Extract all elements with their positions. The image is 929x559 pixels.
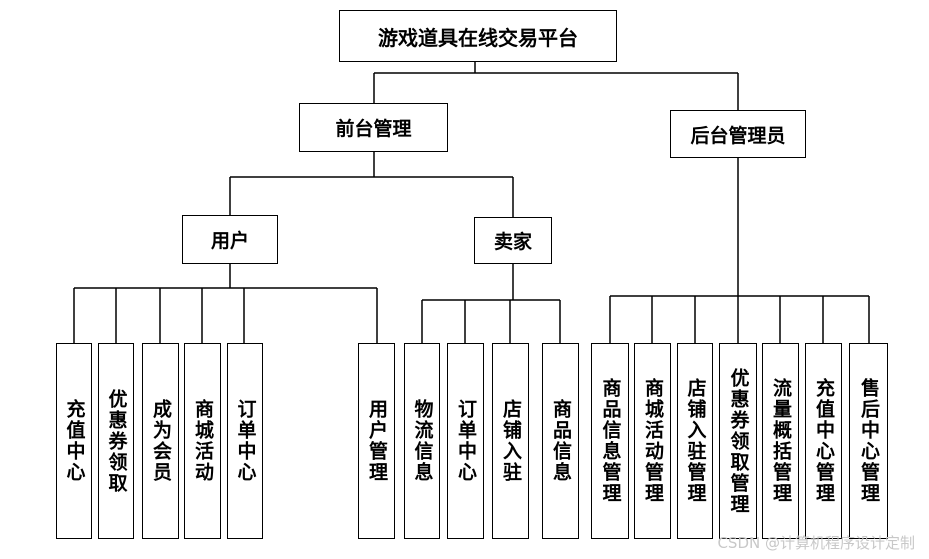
back-admin-node: 后台管理员: [670, 110, 806, 158]
leaf-coupon-management: 优惠券领取管理: [719, 343, 757, 539]
leaf-recharge-center-management: 充值中心管理: [805, 343, 842, 539]
leaf-logistics-info: 物流信息: [404, 343, 440, 539]
leaf-traffic-overview-management: 流量概括管理: [762, 343, 799, 539]
leaf-product-info-management: 商品信息管理: [591, 343, 629, 539]
leaf-seller-order-center: 订单中心: [447, 343, 484, 539]
leaf-mall-activity: 商城活动: [184, 343, 221, 539]
leaf-user-management: 用户管理: [358, 343, 395, 539]
leaf-store-entry: 店铺入驻: [492, 343, 529, 539]
leaf-product-info: 商品信息: [542, 343, 579, 539]
leaf-order-center: 订单中心: [227, 343, 263, 539]
leaf-mall-activity-management: 商城活动管理: [634, 343, 671, 539]
leaf-recharge-center: 充值中心: [56, 343, 92, 539]
seller-node: 卖家: [474, 217, 552, 264]
leaf-become-member: 成为会员: [142, 343, 179, 539]
leaf-coupon-claim: 优惠券领取: [98, 343, 134, 539]
watermark: CSDN @计算机程序设计定制: [717, 534, 915, 552]
leaf-store-entry-management: 店铺入驻管理: [677, 343, 713, 539]
front-management-node: 前台管理: [299, 103, 448, 152]
root-node: 游戏道具在线交易平台: [339, 10, 617, 62]
leaf-after-sales-management: 售后中心管理: [849, 343, 888, 539]
user-node: 用户: [182, 215, 278, 264]
